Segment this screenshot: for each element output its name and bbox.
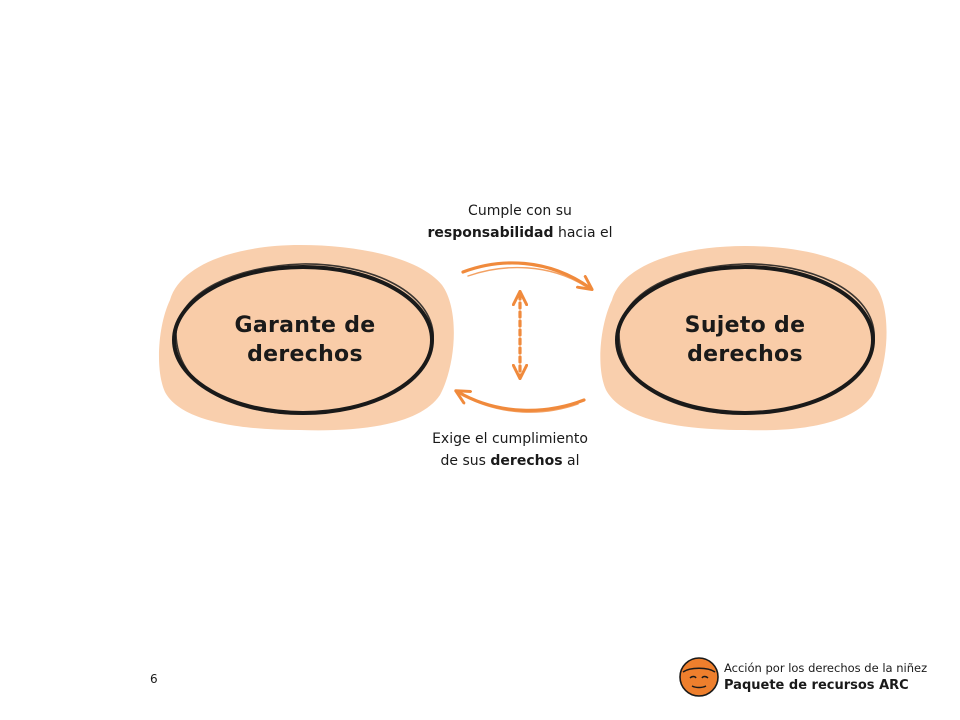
node-guarantor-ellipse [172, 265, 434, 415]
edge-label-bottom: Exige el cumplimiento de sus derechos al [400, 428, 620, 472]
edge-label-bottom-rest: al [562, 453, 580, 469]
arrow-top-curve [461, 261, 590, 288]
edge-label-top-line2: responsabilidad hacia el [410, 222, 630, 244]
arrow-bottom-curve-sketch [463, 395, 579, 413]
edge-label-top-rest: hacia el [553, 225, 613, 241]
node-subject-ellipse [615, 265, 875, 415]
edge-label-bottom-pre: de sus [440, 453, 491, 469]
edge-label-bottom-bold: derechos [490, 453, 563, 469]
footer-subtitle: Paquete de recursos ARC [724, 678, 909, 693]
node-subject-label-line2: derechos [687, 342, 803, 367]
footer-branding: Acción por los derechos de la niñez Paqu… [724, 660, 944, 695]
edge-label-top-bold: responsabilidad [427, 225, 554, 241]
node-guarantor-label: Garante de derechos [200, 311, 410, 369]
edge-label-bottom-line2: de sus derechos al [400, 450, 620, 472]
edge-label-bottom-line1: Exige el cumplimiento [432, 431, 588, 447]
node-guarantor-sketch-stroke [175, 263, 434, 415]
node-guarantor-label-line1: Garante de [234, 313, 376, 338]
arrow-bottom-curve [458, 392, 586, 412]
page-number: 6 [150, 672, 158, 686]
edge-label-top-line1: Cumple con su [468, 203, 572, 219]
node-guarantor [158, 245, 454, 431]
node-guarantor-label-line2: derechos [247, 342, 363, 367]
arc-logo-icon [679, 657, 719, 697]
footer-title: Acción por los derechos de la niñez [724, 661, 928, 675]
arrow-top-curve-sketch [467, 266, 586, 287]
node-subject-label: Sujeto de derechos [640, 311, 850, 369]
node-subject-sketch-stroke [618, 263, 875, 415]
edge-label-top: Cumple con su responsabilidad hacia el [410, 200, 630, 244]
node-subject [600, 246, 887, 431]
node-subject-label-line1: Sujeto de [684, 313, 806, 338]
